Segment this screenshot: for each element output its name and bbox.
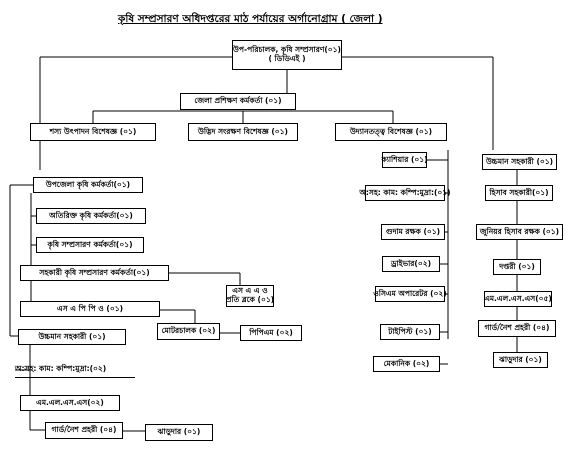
- node-motor-driver: মোটরচালক (০২): [157, 323, 220, 340]
- node-upazila-assistant: উচ্চমান সহকারী (০১): [18, 329, 126, 345]
- node-sappo: এস এ পি পি ও (০১): [20, 301, 160, 317]
- node-guard-right: গার্ড/নৈশ প্রহরী (০৪): [478, 320, 556, 337]
- node-steno-typist: অ:সহ: কাম: কম্পি:মুদ্রা:(০১): [359, 185, 451, 201]
- node-training-officer: জেলা প্রশিক্ষণ কর্মকর্তা (০১): [180, 93, 296, 110]
- node-horticulture-specialist: উদ্যানতত্ত্ব বিশেষজ্ঞ (০১): [335, 123, 447, 141]
- node-upazila-mlss: এম.এল.এস.এস(০২): [20, 395, 120, 411]
- node-extension-officer: কৃষি সম্প্রসারণ কর্মকর্তা(০১): [36, 237, 144, 253]
- node-mechanic: মেকানিক (০২): [373, 356, 440, 372]
- node-saao-per-block-line1: এস এ এ ও: [232, 286, 268, 296]
- node-sweeper-right: ঝাড়ুদার (০১): [493, 352, 548, 368]
- node-sprayer-operator: ওসিএম অপারেটর (০২): [373, 286, 447, 302]
- node-upazila-guard: গার্ড/নৈশ প্রহরী (০৪): [45, 422, 123, 439]
- node-saao-per-block-line2: প্রতি ব্লকে (০১): [225, 295, 275, 304]
- page-title: কৃষি সম্প্রসারণ অধিদপ্তরের মাঠ পর্যায়ের…: [118, 13, 383, 25]
- node-plant-protection-specialist: উদ্ভিদ সংরক্ষণ বিশেষজ্ঞ (০১): [188, 123, 298, 141]
- node-assistant-extension-officer: সহকারী কৃষি সম্প্রসারণ কর্মকর্তা(০১): [20, 265, 169, 281]
- node-deputy-director: উপ-পরিচালক, কৃষি সম্প্রসারণ(০১) ( ডিডিএই…: [232, 40, 342, 70]
- node-additional-officer: অতিরিক্ত কৃষি কর্মকর্তা(০১): [36, 208, 146, 224]
- node-junior-accountant: জুনিয়র হিসাব রক্ষক (০১): [476, 224, 563, 240]
- node-deputy-director-abbr: ( ডিডিএই ): [268, 54, 306, 63]
- node-deputy-director-title: উপ-পরিচালক, কৃষি সম্প্রসারণ(০১): [233, 45, 341, 55]
- node-driver: ড্রাইভার(০২): [382, 256, 440, 272]
- node-typist: টাইপিস্ট (০১): [380, 324, 440, 340]
- node-upazila-officer: উপজেলা কৃষি কর্মকর্তা(০১): [33, 177, 143, 193]
- node-store-keeper: গুদাম রক্ষক (০১): [381, 224, 445, 240]
- node-saao-per-block: এস এ এ ও প্রতি ব্লকে (০১): [226, 285, 274, 307]
- node-upazila-sweeper: ঝাড়ুদার (০১): [145, 424, 213, 441]
- node-piem: পিপিএম (০২): [240, 325, 302, 341]
- node-admin-assistant: উচ্চমান সহকারী (০১): [482, 154, 557, 170]
- node-dispatch-rider: দপ্তরী (০১): [493, 259, 541, 275]
- node-crop-specialist: শস্য উৎপাদন বিশেষজ্ঞ (০১): [30, 123, 156, 141]
- node-mlss-right: এম.এল.এস.এস(০৫): [484, 291, 552, 307]
- node-cashier: ক্যাশিয়ার (০১): [381, 152, 428, 168]
- node-upazila-steno: অ:সহ: কাম: কম্পি:মুদ্রা:(০২): [15, 362, 135, 378]
- node-accountant: হিসাব সহকারী(০১): [485, 185, 553, 201]
